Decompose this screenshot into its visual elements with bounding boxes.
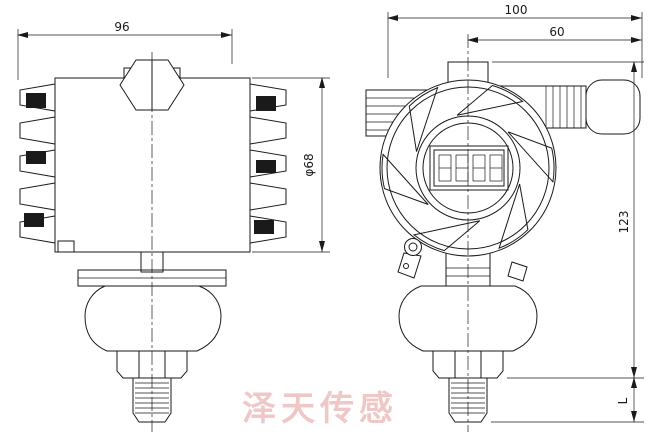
dim-diameter-68: φ68 bbox=[252, 77, 330, 253]
mounting-tab bbox=[507, 261, 528, 282]
dim-offset-60: 60 bbox=[467, 25, 642, 43]
left-hex-nut bbox=[116, 350, 188, 379]
gland-cap bbox=[585, 79, 641, 135]
dim-96-label: 96 bbox=[114, 20, 129, 34]
left-thread-stud bbox=[132, 377, 172, 423]
terminal-detail bbox=[57, 240, 75, 253]
dim-width-96: 96 bbox=[17, 20, 233, 80]
dim-60-label: 60 bbox=[549, 25, 564, 39]
dim-68-label: φ68 bbox=[302, 153, 316, 176]
right-cover-slots bbox=[254, 96, 276, 234]
watermark-text: 泽天传感 bbox=[242, 389, 398, 429]
dim-123-label: 123 bbox=[617, 211, 631, 234]
dim-height-123: 123 bbox=[492, 61, 644, 379]
right-view bbox=[365, 34, 641, 432]
dim-width-100: 100 bbox=[387, 3, 643, 78]
left-view bbox=[19, 52, 287, 432]
dim-L-label: L bbox=[616, 397, 630, 404]
right-hex-nut bbox=[432, 350, 504, 379]
right-process-chamber bbox=[398, 285, 538, 352]
grounding-lug bbox=[397, 238, 422, 279]
bezel-blades bbox=[381, 84, 555, 252]
dimensions: 96 φ68 100 60 123 L bbox=[17, 3, 644, 423]
dim-length-L: L bbox=[491, 377, 644, 423]
left-process-chamber bbox=[84, 285, 222, 352]
display-window-inner bbox=[433, 149, 505, 187]
left-cover-slots bbox=[24, 93, 46, 227]
gland-rib-lines bbox=[545, 86, 582, 128]
display-window-outer bbox=[429, 145, 509, 191]
dim-100-label: 100 bbox=[505, 3, 528, 17]
